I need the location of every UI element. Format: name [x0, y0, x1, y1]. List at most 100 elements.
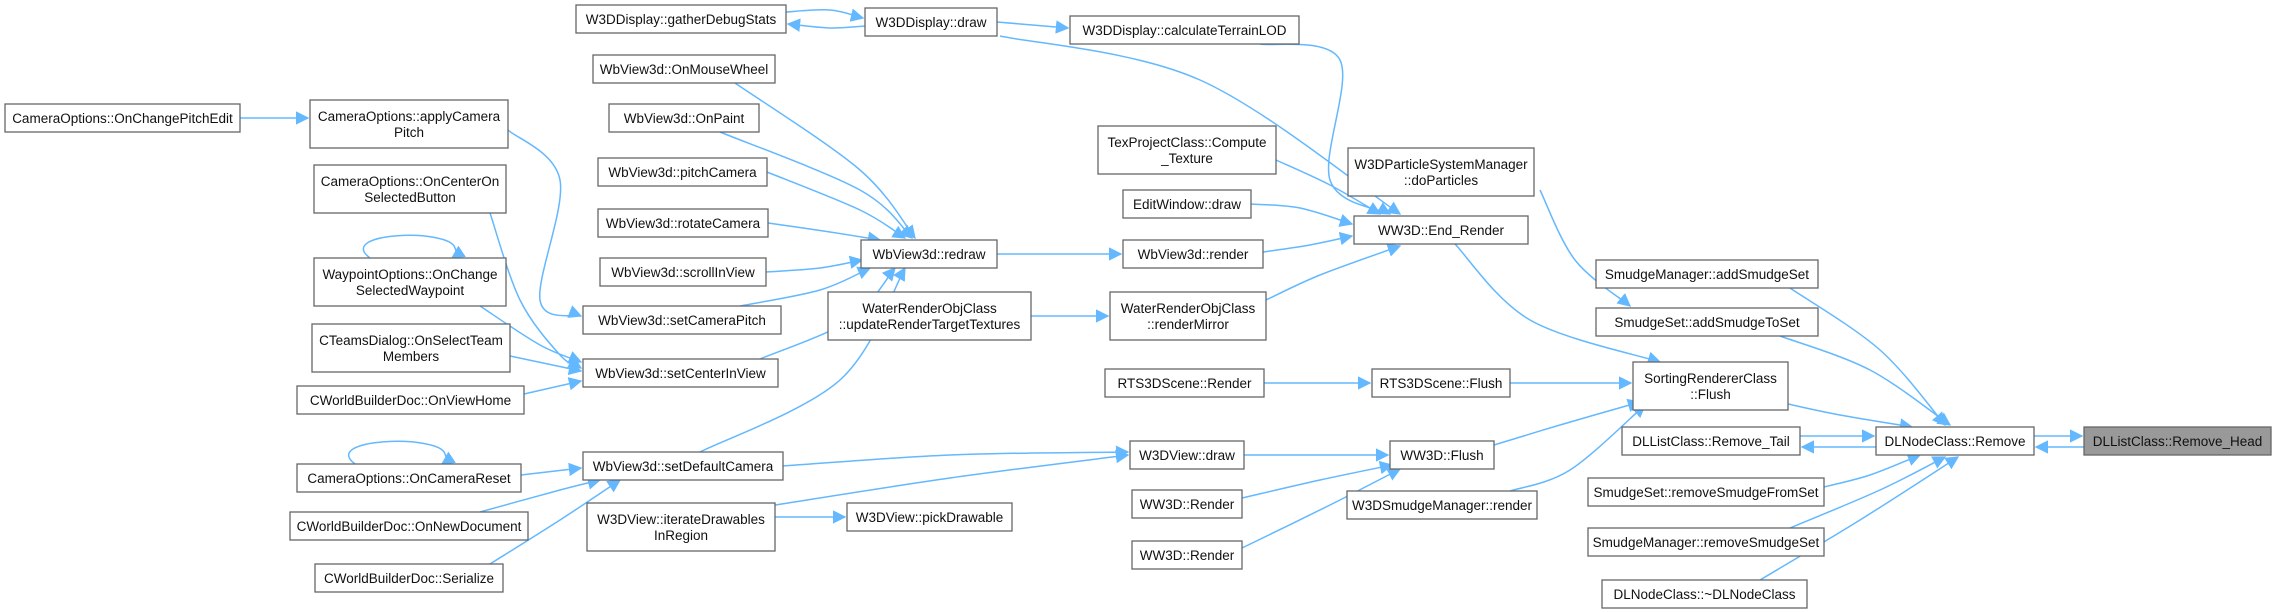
node-rotate-camera[interactable]: WbView3d::rotateCamera	[597, 208, 769, 238]
node-box	[1129, 440, 1245, 470]
node-smudgemgr-remove[interactable]: SmudgeManager::removeSmudgeSet	[1587, 527, 1825, 557]
edge-on-view-home-to-set-center-in-view	[523, 377, 583, 395]
node-label: WW3D::End_Render	[1378, 223, 1505, 238]
node-label: WbView3d::setCenterInView	[595, 366, 766, 381]
nodes-layer: DLListClass::Remove_Head DLNodeClass::Rem…	[4, 4, 2272, 609]
node-gather-stats[interactable]: W3DDisplay::gatherDebugStats	[575, 4, 787, 34]
node-label: CameraOptions::OnCameraReset	[307, 471, 511, 486]
node-ww3d-render1[interactable]: WW3D::Render	[1131, 489, 1243, 519]
node-dllist-remove-head[interactable]: DLListClass::Remove_Head	[2083, 426, 2272, 456]
node-box	[309, 99, 509, 149]
node-box	[311, 323, 511, 373]
node-on-paint[interactable]: WbView3d::OnPaint	[608, 103, 760, 133]
edge-ww3d-render2-to-ww3d-flush	[1241, 468, 1402, 549]
node-box	[827, 291, 1032, 341]
node-dlnode-dtor[interactable]: DLNodeClass::~DLNodeClass	[1601, 579, 1808, 609]
node-label: CameraOptions::applyCamera	[318, 109, 501, 124]
node-on-new-document[interactable]: CWorldBuilderDoc::OnNewDocument	[289, 511, 529, 541]
node-box	[1109, 291, 1267, 341]
edge-ww3d-end-render-to-sorting-flush	[1454, 243, 1662, 365]
node-water-update[interactable]: WaterRenderObjClass::updateRenderTargetT…	[827, 291, 1032, 341]
edge-wbview-render-to-ww3d-end-render	[1262, 231, 1354, 253]
edge-dlnode-dtor-to-dlnode-remove	[1759, 456, 1960, 581]
node-wbview-render[interactable]: WbView3d::render	[1122, 239, 1264, 269]
node-set-center-in-view[interactable]: WbView3d::setCenterInView	[582, 358, 779, 388]
node-smudgemgr-add[interactable]: SmudgeManager::addSmudgeSet	[1595, 259, 1819, 289]
node-dlnode-remove[interactable]: DLNodeClass::Remove	[1875, 426, 2035, 456]
node-scroll-in-view[interactable]: WbView3d::scrollInView	[599, 257, 767, 287]
edge-rotate-camera-to-wbview-redraw	[767, 222, 882, 245]
node-box	[1097, 125, 1277, 175]
node-label: TexProjectClass::Compute	[1107, 135, 1266, 150]
node-ww3d-render2[interactable]: WW3D::Render	[1131, 540, 1243, 570]
edge-teams-dialog-to-set-center-in-view	[509, 355, 583, 376]
node-texproject[interactable]: TexProjectClass::Compute_Texture	[1097, 125, 1277, 175]
node-label: WbView3d::pitchCamera	[608, 165, 757, 180]
node-label: InRegion	[654, 528, 708, 543]
node-label: DLNodeClass::~DLNodeClass	[1614, 587, 1796, 602]
edge-pitch-camera-to-wbview-redraw	[766, 171, 907, 239]
node-dllist-remove-tail[interactable]: DLListClass::Remove_Tail	[1621, 426, 1801, 456]
node-label: SelectedButton	[364, 190, 456, 205]
node-on-mouse-wheel[interactable]: WbView3d::OnMouseWheel	[592, 54, 776, 84]
node-label: WbView3d::redraw	[872, 247, 985, 262]
node-box	[1131, 489, 1243, 519]
node-smudgeset-remove[interactable]: SmudgeSet::removeSmudgeFromSet	[1587, 477, 1825, 507]
edge-smudgeset-add-to-dlnode-remove	[1779, 335, 1952, 426]
node-box	[582, 358, 779, 388]
node-smudge-render[interactable]: W3DSmudgeManager::render	[1346, 490, 1538, 520]
node-rts-render[interactable]: RTS3DScene::Render	[1104, 368, 1265, 398]
node-label: _Texture	[1160, 151, 1213, 166]
node-box	[296, 385, 525, 415]
node-box	[1601, 579, 1808, 609]
node-label: SortingRendererClass	[1644, 371, 1777, 386]
node-editwindow-draw[interactable]: EditWindow::draw	[1122, 189, 1252, 219]
node-label: CTeamsDialog::OnSelectTeam	[319, 333, 503, 348]
edge-on-mouse-wheel-to-wbview-redraw	[734, 82, 916, 240]
node-on-change-pitch-edit[interactable]: CameraOptions::OnChangePitchEdit	[4, 103, 241, 133]
node-label: ::updateRenderTargetTextures	[839, 317, 1021, 332]
node-smudgeset-add[interactable]: SmudgeSet::addSmudgeToSet	[1595, 307, 1819, 337]
node-label: WbView3d::OnMouseWheel	[600, 62, 769, 77]
node-sorting-flush[interactable]: SortingRendererClass::Flush	[1632, 361, 1789, 411]
edge-on-new-document-to-set-default-camera	[479, 476, 602, 513]
node-pick-drawable[interactable]: W3DView::pickDrawable	[846, 502, 1013, 532]
node-serialize[interactable]: CWorldBuilderDoc::Serialize	[314, 563, 504, 593]
edge-waypoint-change-to-waypoint-change	[362, 234, 466, 259]
node-calc-lod[interactable]: W3DDisplay::calculateTerrainLOD	[1069, 15, 1300, 45]
node-on-camera-reset[interactable]: CameraOptions::OnCameraReset	[296, 463, 522, 493]
node-box	[592, 54, 776, 84]
node-display-draw[interactable]: W3DDisplay::draw	[864, 7, 998, 37]
node-label: ::Flush	[1690, 387, 1731, 402]
node-box	[864, 7, 998, 37]
node-label: WaterRenderObjClass	[862, 301, 997, 316]
node-label: W3DView::draw	[1139, 448, 1235, 463]
edge-on-camera-reset-to-set-default-camera	[520, 462, 583, 477]
node-label: DLNodeClass::Remove	[1884, 434, 2025, 449]
node-label: W3DDisplay::gatherDebugStats	[586, 12, 777, 27]
edge-ww3d-flush-to-sorting-flush	[1493, 398, 1642, 446]
node-w3dview-draw[interactable]: W3DView::draw	[1129, 440, 1245, 470]
node-box	[1371, 368, 1511, 398]
node-water-mirror[interactable]: WaterRenderObjClass::renderMirror	[1109, 291, 1267, 341]
node-label: WbView3d::OnPaint	[624, 111, 745, 126]
node-rts-flush[interactable]: RTS3DScene::Flush	[1371, 368, 1511, 398]
node-particle-do[interactable]: W3DParticleSystemManager::doParticles	[1347, 147, 1535, 197]
node-waypoint-change[interactable]: WaypointOptions::OnChangeSelectedWaypoin…	[313, 257, 507, 307]
node-ww3d-flush[interactable]: WW3D::Flush	[1389, 440, 1495, 470]
node-label: WbView3d::rotateCamera	[606, 216, 761, 231]
node-ww3d-end-render[interactable]: WW3D::End_Render	[1353, 215, 1529, 245]
node-pitch-camera[interactable]: WbView3d::pitchCamera	[597, 157, 768, 187]
node-set-default-camera[interactable]: WbView3d::setDefaultCamera	[582, 451, 784, 481]
node-label: W3DParticleSystemManager	[1354, 157, 1528, 172]
edge-smudgeset-remove-to-dlnode-remove	[1823, 453, 1922, 488]
node-box	[313, 164, 507, 214]
node-on-view-home[interactable]: CWorldBuilderDoc::OnViewHome	[296, 385, 525, 415]
node-label: RTS3DScene::Flush	[1380, 376, 1503, 391]
node-wbview-redraw[interactable]: WbView3d::redraw	[860, 239, 998, 269]
node-set-camera-pitch[interactable]: WbView3d::setCameraPitch	[582, 305, 782, 335]
